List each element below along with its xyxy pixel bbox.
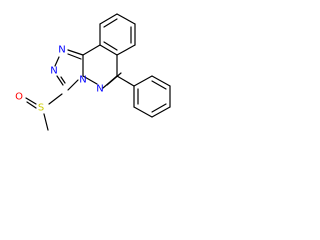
atom-n2: N (50, 66, 57, 77)
bond (82, 44, 101, 56)
bond (116, 13, 136, 25)
bond (67, 53, 82, 60)
molecule-structure: N N N N S O (15, 13, 171, 131)
bond (151, 75, 171, 87)
bond (99, 44, 118, 56)
bond (56, 75, 64, 86)
bond (67, 79, 79, 91)
molecule-canvas: N N N N S O (0, 0, 211, 161)
triazole-ring (54, 49, 84, 91)
atom-o: O (15, 92, 23, 103)
bond (54, 56, 60, 67)
bond (26, 101, 37, 109)
bond (48, 93, 63, 105)
atom-n1: N (58, 45, 65, 56)
bond (133, 106, 153, 118)
bond (116, 75, 135, 87)
bond (151, 103, 167, 113)
atom-n5: N (96, 84, 103, 95)
bond (116, 44, 136, 56)
phenyl-ring (116, 75, 171, 118)
bond (67, 49, 84, 56)
atom-s: S (38, 103, 44, 114)
benzo-ring (99, 13, 136, 56)
bond (151, 106, 171, 118)
bond (151, 80, 167, 90)
bond (43, 113, 49, 131)
bond (60, 76, 66, 84)
bond (103, 18, 118, 28)
atom-n4: N (79, 75, 86, 86)
bond (106, 72, 122, 86)
atom-labels: N N N N S O (15, 45, 104, 114)
bond (103, 41, 118, 51)
bond (99, 13, 118, 25)
pyridazine-ring (82, 44, 122, 89)
bond (82, 75, 98, 85)
sulfinyl-group (25, 93, 63, 131)
bond (133, 75, 153, 87)
bond (25, 97, 37, 105)
